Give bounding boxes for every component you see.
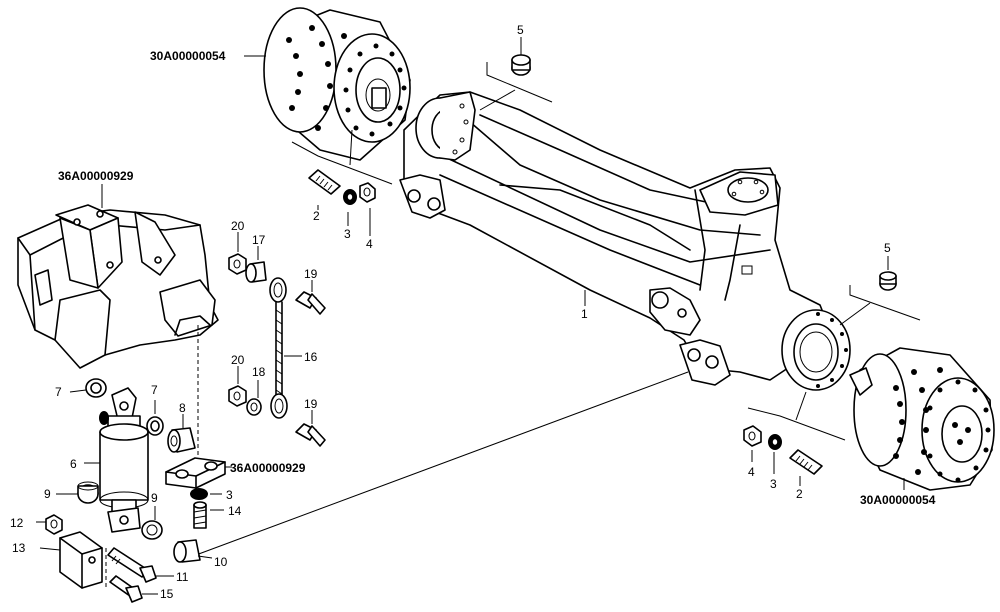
bushing-7-right <box>146 416 164 436</box>
bolt-19-top <box>295 291 326 315</box>
callout-13: 13 <box>12 541 26 555</box>
callout-2-left: 2 <box>313 209 320 223</box>
callout-7-left: 7 <box>55 385 62 399</box>
nut-20-bottom <box>228 385 247 407</box>
bushing-9-right <box>141 520 163 540</box>
callout-16: 16 <box>304 350 318 364</box>
callout-19-bottom: 19 <box>304 397 318 411</box>
guide-line-fasteners-left-b <box>349 129 353 166</box>
callout-12: 12 <box>10 516 24 530</box>
callout-9-left: 9 <box>44 487 51 501</box>
plug-right <box>879 271 897 291</box>
nut-left <box>359 182 376 203</box>
callout-20-top: 20 <box>231 219 245 233</box>
nut-right <box>743 425 762 447</box>
washer-3-clamp <box>190 488 208 500</box>
callout-18: 18 <box>252 365 266 379</box>
callout-7-right: 7 <box>151 383 158 397</box>
washer-left <box>343 189 357 205</box>
guide-line-plug-left-b <box>479 89 516 111</box>
callout-17: 17 <box>252 233 266 247</box>
guide-line-plug-right <box>849 285 921 321</box>
spacer-17 <box>245 261 267 283</box>
callout-19-top: 19 <box>304 267 318 281</box>
hub-assembly-right <box>849 347 995 491</box>
washer-right <box>768 434 782 450</box>
callout-4-left: 4 <box>366 237 373 251</box>
callout-3-clamp: 3 <box>226 488 233 502</box>
callout-4-right: 4 <box>748 465 755 479</box>
guide-line-fasteners-right-b <box>795 391 807 421</box>
bolt-14 <box>193 501 207 529</box>
stud-bolt-left <box>308 169 341 195</box>
callout-5-left: 5 <box>517 23 524 37</box>
spacer-8 <box>167 427 196 453</box>
bracket-13 <box>59 531 103 589</box>
callout-1: 1 <box>581 307 588 321</box>
ref-clamp-bracket: 36A00000929 <box>230 461 306 475</box>
hub-assembly-left <box>263 7 411 161</box>
nut-12 <box>45 514 63 535</box>
guide-line-plug-right-b <box>839 302 871 326</box>
callout-9-right: 9 <box>151 491 158 505</box>
guide-line-cylinder-to-axle <box>195 371 689 556</box>
guide-line-fasteners-right <box>747 407 846 441</box>
bolt-11 <box>107 547 157 583</box>
bolt-15 <box>109 575 143 603</box>
ref-frame-bracket: 36A00000929 <box>58 169 134 183</box>
callout-14: 14 <box>228 504 242 518</box>
callout-11: 11 <box>176 570 189 584</box>
ref-hub-left: 30A00000054 <box>150 49 226 63</box>
guide-line-plug-left <box>486 62 553 103</box>
bushing-9-left <box>77 481 99 504</box>
callout-15: 15 <box>160 587 174 601</box>
callout-10: 10 <box>214 555 228 569</box>
callout-3-left: 3 <box>344 227 351 241</box>
guide-line-fasteners-left <box>291 141 393 185</box>
ref-hub-right: 30A00000054 <box>860 493 936 507</box>
frame-bracket <box>17 204 219 369</box>
plug-left <box>511 54 531 76</box>
ground-cable-16 <box>269 277 288 419</box>
callout-2-right: 2 <box>796 487 803 501</box>
callout-5-right: 5 <box>884 241 891 255</box>
callout-20-bottom: 20 <box>231 353 245 367</box>
sleeve-10 <box>173 539 201 563</box>
bushing-7-left <box>85 378 107 398</box>
shock-absorber <box>99 387 149 533</box>
clamp-bracket <box>165 457 226 489</box>
washer-18 <box>246 398 262 416</box>
bolt-19-bottom <box>295 423 326 447</box>
stud-bolt-right <box>789 449 823 475</box>
callout-8: 8 <box>179 401 186 415</box>
callout-3-right: 3 <box>770 477 777 491</box>
callout-6: 6 <box>70 457 77 471</box>
axle-housing <box>399 91 851 391</box>
nut-20-top <box>228 253 247 275</box>
